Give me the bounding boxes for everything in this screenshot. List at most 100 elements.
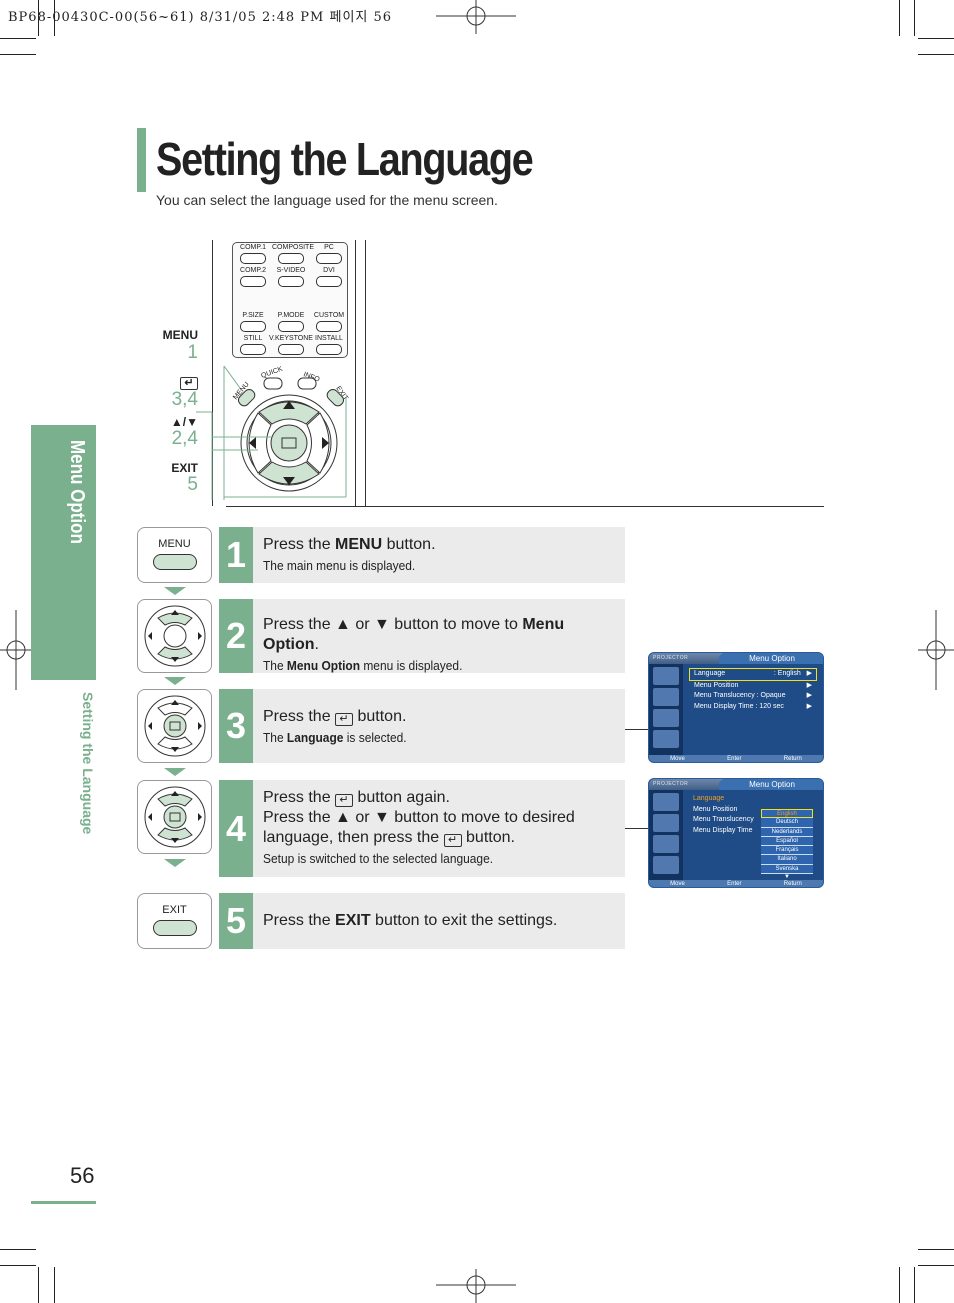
still-button[interactable] xyxy=(240,344,266,355)
print-header: BP68-00430C-00(56~61) 8/31/05 2:48 PM 페이… xyxy=(8,10,393,25)
step-number-5: 5 xyxy=(219,893,253,949)
custom-button[interactable] xyxy=(316,321,342,332)
crop-mark xyxy=(0,38,36,39)
step-number-2: 2 xyxy=(219,599,253,673)
step-1: Press the MENU button. The main menu is … xyxy=(253,527,625,583)
legend-menu: MENU xyxy=(162,328,198,342)
step-5-text: Press the EXIT button to exit the settin… xyxy=(263,912,558,929)
composite-button[interactable] xyxy=(278,253,304,264)
remote-source-panel: COMP.1 COMPOSITE PC COMP.2 S-VIDEO DVI P… xyxy=(232,242,348,358)
comp1-button[interactable] xyxy=(240,253,266,264)
arrow-down-icon xyxy=(164,677,186,685)
scroll-down-icon[interactable]: ▼ xyxy=(784,874,790,881)
setup-icon xyxy=(653,709,679,727)
enter-icon: ↵ xyxy=(443,834,462,847)
step-number-1: 1 xyxy=(219,527,253,583)
sound-icon xyxy=(653,688,679,706)
crop-mark xyxy=(54,0,55,36)
nav-pad-illustration xyxy=(137,780,212,854)
connector-line xyxy=(625,729,648,730)
step-1-text: Press the MENU button. xyxy=(263,536,436,553)
step-2-text: Press the ▲ or ▼ button to move to Menu … xyxy=(263,616,565,653)
page-number-underline xyxy=(31,1201,96,1204)
nav-pad-all-icon xyxy=(144,786,206,848)
crop-mark xyxy=(38,1267,39,1303)
crop-mark xyxy=(0,1265,36,1266)
legend-enter-step: 3,4 xyxy=(171,389,198,410)
legend-enter: ↵ xyxy=(138,373,198,390)
section-divider xyxy=(226,506,824,507)
language-option[interactable]: Français xyxy=(761,846,813,856)
dvi-button[interactable] xyxy=(316,276,342,287)
menu-option-icon xyxy=(653,730,679,748)
pmode-button[interactable] xyxy=(278,321,304,332)
osd-row-menu-display-time[interactable]: Menu Display Time : 120 sec▶ xyxy=(694,702,812,710)
osd-row-language[interactable]: Language xyxy=(693,795,725,802)
osd-icon-column xyxy=(649,664,683,755)
language-option[interactable]: Nederlands xyxy=(761,827,813,837)
exit-key-icon xyxy=(153,920,197,936)
crop-mark xyxy=(0,1249,36,1250)
crop-mark xyxy=(918,1265,954,1266)
step-3-subtext: The Language is selected. xyxy=(263,730,407,745)
language-option[interactable]: English xyxy=(761,809,813,819)
enter-icon: ↵ xyxy=(335,713,354,726)
crop-mark xyxy=(899,1267,900,1303)
exit-button-illustration: EXIT xyxy=(137,893,212,949)
menu-option-icon xyxy=(653,856,679,874)
page-subtitle: You can select the language used for the… xyxy=(156,192,498,208)
osd-row-menu-display-time[interactable]: Menu Display Time xyxy=(693,826,753,834)
osd-row-menu-translucency[interactable]: Menu Translucency xyxy=(693,816,754,823)
title-accent-bar xyxy=(137,128,146,192)
language-dropdown: English Deutsch Nederlands Español Franç… xyxy=(761,809,813,880)
step-2: Press the ▲ or ▼ button to move to Menu … xyxy=(253,599,625,673)
crop-mark xyxy=(0,54,36,55)
legend-menu-step: 1 xyxy=(187,342,198,363)
nav-pad-illustration xyxy=(137,689,212,763)
vkeystone-button[interactable] xyxy=(278,344,304,355)
nav-pad-illustration xyxy=(137,599,212,673)
side-subtitle: Setting the Language xyxy=(80,692,96,835)
setup-icon xyxy=(653,835,679,853)
enter-icon: ↵ xyxy=(180,377,198,390)
menu-key-icon xyxy=(153,554,197,570)
nav-pad-enter-icon xyxy=(144,695,206,757)
crop-mark xyxy=(38,0,39,36)
language-option[interactable]: Deutsch xyxy=(761,818,813,828)
crop-mark xyxy=(914,0,915,36)
svideo-button[interactable] xyxy=(278,276,304,287)
legend-exit-step: 5 xyxy=(187,474,198,495)
psize-button[interactable] xyxy=(240,321,266,332)
crop-mark xyxy=(899,0,900,36)
side-tab xyxy=(31,425,96,680)
registration-mark-icon xyxy=(436,0,516,34)
pc-button[interactable] xyxy=(316,253,342,264)
osd-row-menu-translucency[interactable]: Menu Translucency : Opaque▶ xyxy=(694,692,812,699)
osd-row-menu-position[interactable]: Menu Position▶ xyxy=(694,681,812,689)
install-button[interactable] xyxy=(316,344,342,355)
osd-row-language[interactable]: Language: English ▶ xyxy=(689,668,817,681)
sound-icon xyxy=(653,814,679,832)
step-2-subtext: The Menu Option menu is displayed. xyxy=(263,658,463,673)
osd-row-menu-position[interactable]: Menu Position xyxy=(693,805,738,813)
step-4-text: Press the ↵ button again.Press the ▲ or … xyxy=(263,789,575,847)
picture-icon xyxy=(653,793,679,811)
step-4-subtext: Setup is switched to the selected langua… xyxy=(263,851,494,866)
crop-mark xyxy=(914,1267,915,1303)
step-5: Press the EXIT button to exit the settin… xyxy=(253,893,625,949)
language-option[interactable]: Español xyxy=(761,836,813,847)
legend-updown: ▲/▼ xyxy=(170,415,198,429)
step-1-subtext: The main menu is displayed. xyxy=(263,558,416,573)
nav-pad-updown-icon xyxy=(144,605,206,667)
language-option[interactable]: Italiano xyxy=(761,855,813,865)
step-3-text: Press the ↵ button. xyxy=(263,708,407,726)
language-option[interactable]: Svenska xyxy=(761,864,813,875)
osd-icon-column xyxy=(649,790,683,880)
arrow-down-icon xyxy=(164,859,186,867)
comp2-button[interactable] xyxy=(240,276,266,287)
page-number: 56 xyxy=(70,1163,95,1188)
